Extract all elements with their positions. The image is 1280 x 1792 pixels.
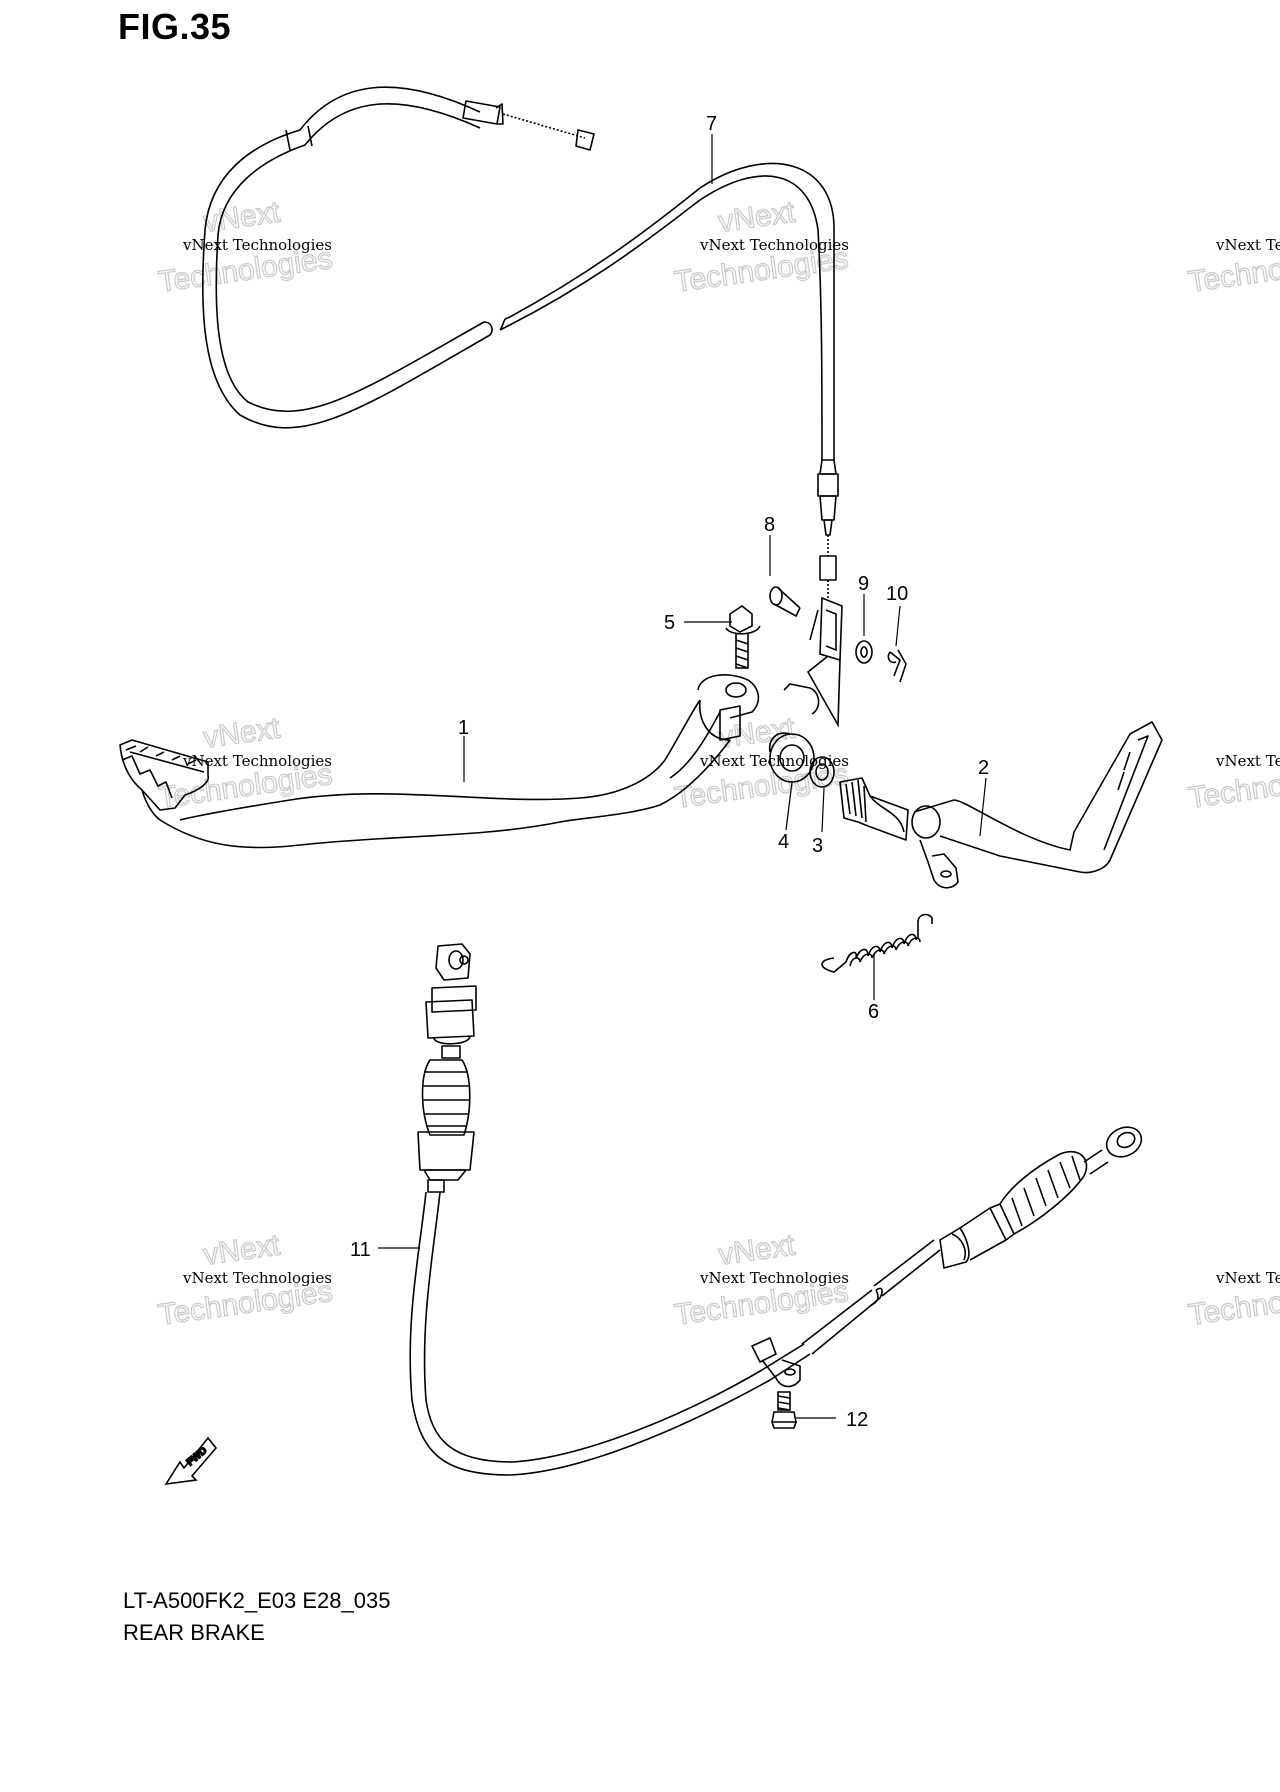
watermark-mr: vNext Technologies xyxy=(1215,752,1280,770)
watermark-br: vNext Technologies xyxy=(1215,1269,1280,1287)
bolt-5 xyxy=(725,605,761,669)
cotter-pin xyxy=(887,649,907,683)
callout-12: 12 xyxy=(846,1409,868,1431)
watermark-ml: vNext Technologies xyxy=(182,752,332,770)
watermark-tr: vNext Technologies xyxy=(1215,236,1280,254)
watermark-bl: vNext Technologies xyxy=(182,1269,332,1287)
fwd-label: FWD xyxy=(185,1445,210,1468)
figure-title: FIG.35 xyxy=(118,6,232,47)
watermark-tl: vNext Technologies xyxy=(182,236,332,254)
brake-pedal xyxy=(119,674,820,849)
model-code: LT-A500FK2_E03 E28_035 xyxy=(123,1588,391,1613)
callout-6: 6 xyxy=(868,1001,879,1023)
pedal-shaft-arm xyxy=(839,721,1163,889)
callout-labels: 7 8 5 9 10 1 2 4 3 6 11 12 xyxy=(350,113,989,1431)
section-name: REAR BRAKE xyxy=(123,1620,265,1645)
callout-10: 10 xyxy=(886,583,908,605)
leader-lines xyxy=(378,134,987,1419)
bolt-12 xyxy=(771,1391,797,1429)
callout-4: 4 xyxy=(778,831,789,853)
return-spring xyxy=(821,913,933,973)
watermark-tc: vNext Technologies xyxy=(699,236,849,254)
watermark-group: vNext Technologies vNext Technologies vN… xyxy=(156,195,1280,1333)
callout-11: 11 xyxy=(350,1239,371,1261)
pin xyxy=(769,586,801,618)
watermark-ml-v: vNext xyxy=(201,711,282,754)
cable-clevis xyxy=(806,596,843,728)
watermark-bc-v: vNext xyxy=(716,1228,797,1271)
rear-brake-cable xyxy=(409,943,1143,1476)
watermark-tl-v: vNext xyxy=(201,195,282,238)
washer-3 xyxy=(809,756,835,788)
callout-5: 5 xyxy=(664,612,675,634)
callout-3: 3 xyxy=(812,835,823,857)
upper-brake-cable xyxy=(201,86,839,600)
callout-2: 2 xyxy=(978,757,989,779)
watermark-bl-v: vNext xyxy=(201,1228,282,1271)
callout-9: 9 xyxy=(858,573,869,595)
watermark-tc-v: vNext xyxy=(716,195,797,238)
callout-7: 7 xyxy=(706,113,717,135)
callout-8: 8 xyxy=(764,514,775,536)
washer-9 xyxy=(855,640,873,664)
fwd-arrow-icon: FWD xyxy=(164,1436,218,1486)
callout-1: 1 xyxy=(458,717,469,739)
watermark-bc: vNext Technologies xyxy=(699,1269,849,1287)
